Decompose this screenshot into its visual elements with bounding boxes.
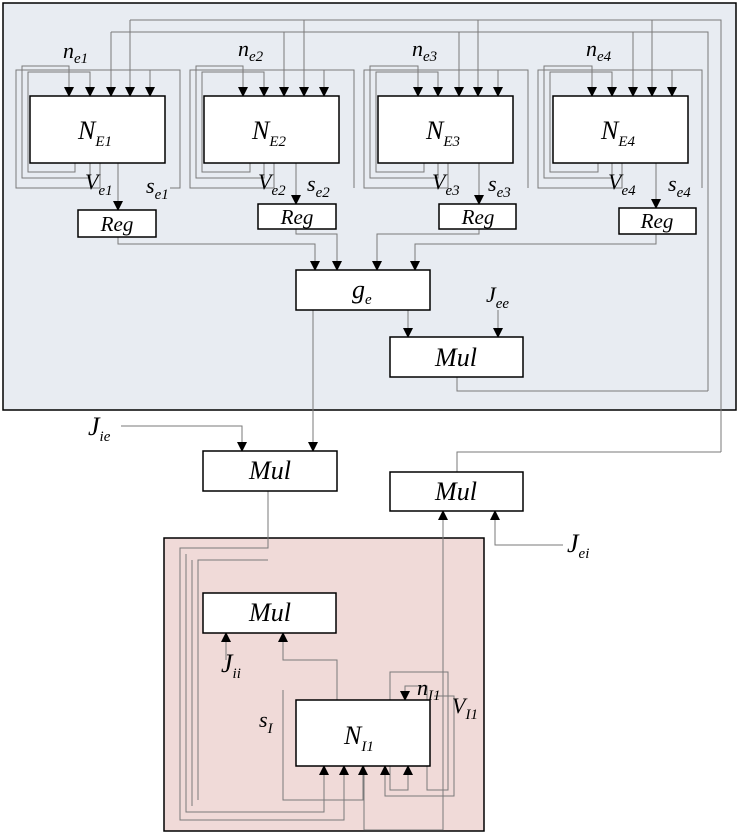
- spike-e4-label: se4: [668, 171, 691, 201]
- noise-e1-label: ne1: [63, 38, 88, 67]
- neuron-e4-box: [552, 95, 689, 164]
- mul-right-box: [389, 471, 524, 512]
- excitatory-wires: [15, 19, 722, 452]
- neuron-e2-label: NE2: [251, 116, 287, 150]
- gate-ge-label: ge: [352, 275, 372, 308]
- excitatory-region: [2, 2, 737, 411]
- spike-e2-label: se2: [307, 171, 330, 201]
- neuron-i1-label: NI1: [343, 721, 374, 755]
- labels: NE1 NE2 NE3 NE4 ne1 ne2 ne3 ne4 Ve1 Ve2 …: [63, 36, 691, 755]
- mul-ii-box: [202, 592, 337, 634]
- neuron-e4-label: NE4: [600, 116, 636, 150]
- jei-label: Jei: [567, 529, 589, 562]
- spike-e3-label: se3: [488, 171, 511, 201]
- noise-e4-label: ne4: [586, 36, 612, 65]
- mul-right-label: Mul: [434, 477, 477, 506]
- mul-ee-box: [389, 336, 524, 378]
- jii-label: Jii: [221, 649, 241, 682]
- neuron-e1-label: NE1: [77, 116, 112, 150]
- neuron-i1-box: [295, 699, 431, 767]
- voltage-e3-label: Ve3: [432, 169, 460, 199]
- noise-e3-label: ne3: [412, 36, 437, 65]
- voltage-i1-label: VI1: [452, 693, 478, 723]
- voltage-e4-label: Ve4: [608, 169, 636, 199]
- neuron-e3-box: [377, 95, 514, 164]
- reg-e4-label: Reg: [640, 209, 674, 233]
- reg-e3-box: [438, 203, 517, 230]
- cross-wires: [121, 425, 721, 831]
- voltage-e2-label: Ve2: [258, 169, 286, 199]
- mul-left-box: [202, 450, 338, 492]
- spike-e1-label: se1: [146, 173, 169, 203]
- reg-e3-label: Reg: [461, 205, 495, 229]
- reg-e2-label: Reg: [280, 205, 314, 229]
- gate-ge-box: [295, 269, 431, 311]
- mul-ee-label: Mul: [434, 343, 477, 372]
- reg-e1-box: [77, 209, 157, 238]
- reg-e2-box: [257, 203, 337, 230]
- voltage-e1-label: Ve1: [85, 169, 113, 199]
- mul-ii-label: Mul: [248, 598, 291, 627]
- neuron-e3-label: NE3: [425, 116, 460, 150]
- neuron-e2-box: [203, 95, 340, 164]
- neuron-e1-box: [29, 95, 166, 164]
- noise-e2-label: ne2: [238, 36, 264, 65]
- noise-i1-label: nI1: [417, 675, 441, 704]
- boxes: [29, 95, 697, 767]
- jee-label: Jee: [486, 282, 509, 312]
- spike-i-label: sI: [259, 707, 274, 737]
- reg-e4-box: [618, 207, 697, 235]
- jie-label: Jie: [88, 412, 111, 445]
- mul-left-label: Mul: [248, 456, 291, 485]
- reg-e1-label: Reg: [100, 212, 134, 236]
